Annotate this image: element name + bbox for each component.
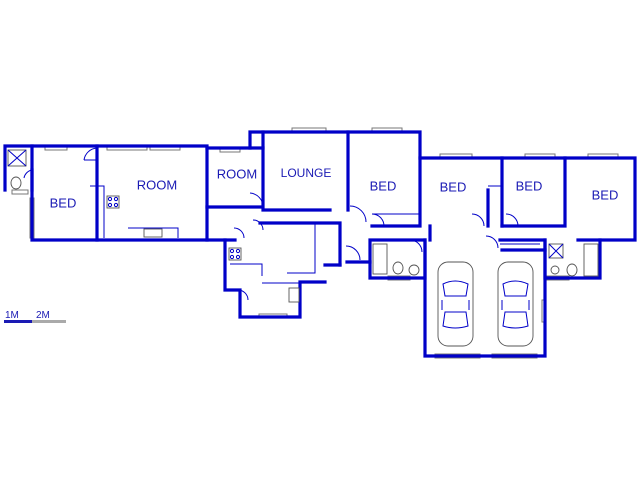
interior-lines [90,170,566,284]
room-label-bed-far-left: BED [49,195,77,211]
room-label-bed-center: BED [369,178,397,194]
room-label-bed-far-right: BED [591,187,619,203]
car-right [497,261,534,347]
scale-label-2m: 2M [36,310,50,321]
room-label-bed-right-1: BED [439,179,467,195]
scale-bar [4,320,66,323]
fixtures [7,149,599,303]
scale-label-1m: 1M [5,310,19,321]
car-left [437,261,474,347]
room-label-lounge: LOUNGE [280,166,332,180]
room-label-bed-right-2: BED [515,178,543,194]
garage-cars [437,261,534,347]
room-label-room-main: ROOM [136,177,178,193]
doors [23,147,519,301]
room-label-room-small: ROOM [216,166,258,182]
